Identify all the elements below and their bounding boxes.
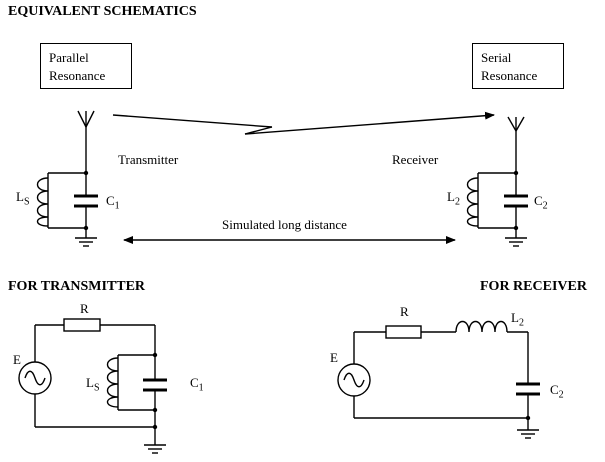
top-ls-coil-icon xyxy=(36,177,49,227)
top-ls-label: LS xyxy=(16,189,30,208)
top-c1-capacitor-icon xyxy=(74,194,98,208)
top-rx-tank-wiring xyxy=(477,172,517,238)
rx-c2-label: C2 xyxy=(550,382,564,401)
tx-resistor-icon xyxy=(63,318,101,332)
serial-box-line-1: Serial xyxy=(481,50,512,65)
junction-dots xyxy=(83,170,531,430)
tx-antenna-icon xyxy=(77,110,95,173)
tx-ac-source-icon xyxy=(18,361,52,395)
parallel-resonance-box: Parallel Resonance xyxy=(40,43,132,89)
serial-box-line-2: Resonance xyxy=(481,68,538,83)
tx-ground-icon xyxy=(144,444,166,454)
top-c2-capacitor-icon xyxy=(504,194,528,208)
rx-l2-coil-icon xyxy=(455,320,508,333)
transmitter-label: Transmitter xyxy=(118,152,179,167)
top-c2-label: C2 xyxy=(534,193,548,212)
radio-link-arrow xyxy=(112,111,495,135)
rx-c2-capacitor-icon xyxy=(516,382,540,396)
top-left-ground-icon xyxy=(75,237,97,247)
rx-resistor-icon xyxy=(385,325,422,339)
rx-antenna-icon xyxy=(507,116,525,173)
serial-resonance-box: Serial Resonance xyxy=(472,43,564,89)
top-l2-label: L2 xyxy=(447,189,460,208)
rx-r-label: R xyxy=(400,304,409,319)
top-tank-wiring xyxy=(47,172,87,238)
rx-circuit-wiring xyxy=(353,331,529,430)
distance-label: Simulated long distance xyxy=(222,217,347,232)
parallel-box-line-2: Resonance xyxy=(49,68,106,83)
receiver-label: Receiver xyxy=(392,152,439,167)
tx-e-label: E xyxy=(13,352,21,367)
top-right-ground-icon xyxy=(505,237,527,247)
tx-circuit-wiring xyxy=(34,324,156,445)
tx-c1-capacitor-icon xyxy=(143,378,167,392)
receiver-title: FOR RECEIVER xyxy=(480,279,587,294)
tx-r-label: R xyxy=(80,301,89,316)
rx-ground-icon xyxy=(517,429,539,439)
top-c1-label: C1 xyxy=(106,193,120,212)
tx-ls-coil-icon xyxy=(106,357,119,408)
tx-c1-label: C1 xyxy=(190,375,204,394)
parallel-box-line-1: Parallel xyxy=(49,50,89,65)
top-l2-coil-icon xyxy=(466,177,479,227)
tx-ls-label: LS xyxy=(86,375,100,394)
rx-ac-source-icon xyxy=(337,363,371,397)
transmitter-title: FOR TRANSMITTER xyxy=(8,279,146,294)
rx-e-label: E xyxy=(330,350,338,365)
rx-l2-label: L2 xyxy=(511,310,524,329)
main-title: EQUIVALENT SCHEMATICS xyxy=(8,4,197,19)
